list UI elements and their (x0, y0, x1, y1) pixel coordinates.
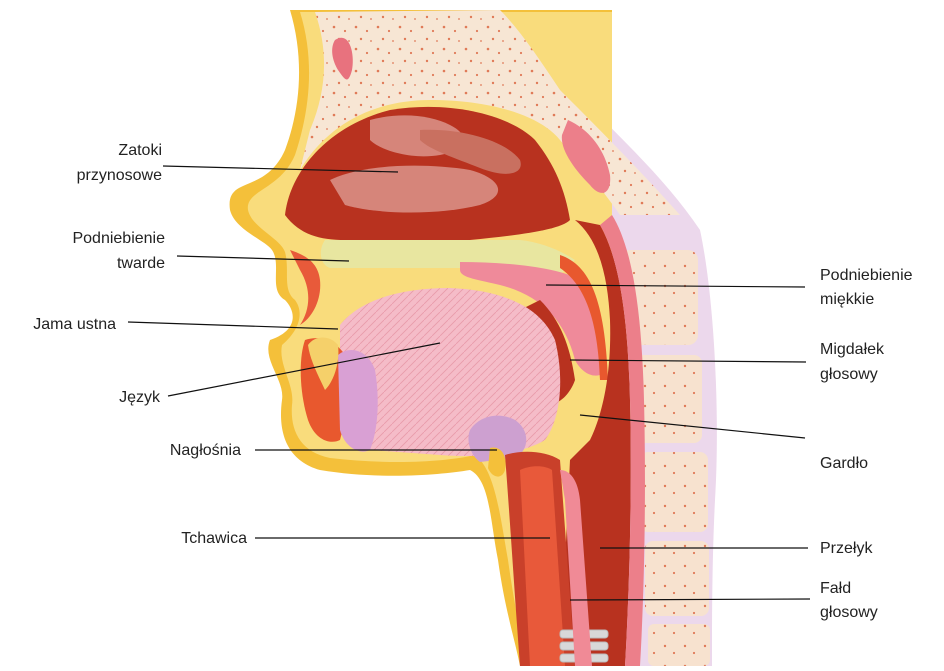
label-podniebienie-twarde-line1: Podniebienie (72, 230, 165, 247)
label-naglosnia: Nagłośnia (170, 442, 241, 459)
label-podniebienie-miekkie-line2: miękkie (820, 291, 874, 308)
label-zatoki-line1: Zatoki (118, 142, 162, 159)
chin-muscle (338, 350, 378, 452)
label-podniebienie-miekkie-line1: Podniebienie (820, 267, 913, 284)
label-zatoki-line2: przynosowe (77, 167, 162, 184)
label-migdalek-line2: głosowy (820, 366, 878, 383)
label-migdalek-line1: Migdałek (820, 341, 885, 358)
label-fald-line2: głosowy (820, 604, 878, 621)
label-fald-line1: Fałd (820, 580, 851, 597)
label-tchawica: Tchawica (181, 530, 247, 547)
label-podniebienie-twarde-line2: twarde (117, 255, 165, 272)
label-jezyk: Język (119, 389, 161, 406)
label-gardlo: Gardło (820, 455, 868, 472)
label-przelyk: Przełyk (820, 540, 873, 557)
nasal-turbinate-middle (330, 166, 498, 213)
label-jama-ustna: Jama ustna (33, 316, 116, 333)
